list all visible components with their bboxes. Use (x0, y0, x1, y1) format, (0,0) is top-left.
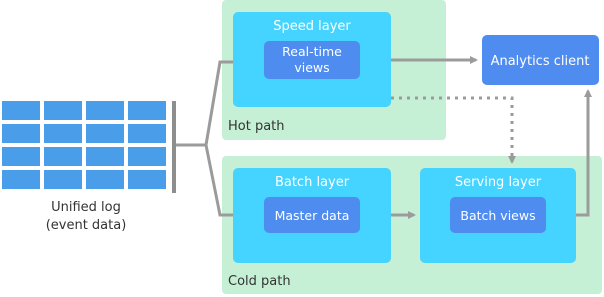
log-connector (176, 60, 233, 217)
log-cell (2, 147, 40, 166)
log-cell (2, 124, 40, 143)
serving-layer-title: Serving layer (455, 175, 542, 190)
log-cell (44, 170, 82, 189)
log-cell (128, 124, 166, 143)
log-cell (44, 101, 82, 120)
batch-layer-title: Batch layer (275, 175, 350, 190)
realtime-views-label-line2: views (294, 60, 329, 75)
speed-to-serving-dotted-arrow (391, 96, 516, 164)
batch-views-box[interactable] (450, 197, 546, 233)
master-data-box[interactable] (264, 197, 360, 233)
realtime-views-box[interactable] (264, 41, 360, 79)
log-cell (128, 101, 166, 120)
log-cell (2, 170, 40, 189)
log-end-bar (172, 101, 176, 193)
analytics-client-label: Analytics client (491, 54, 590, 69)
master-data-label: Master data (275, 208, 350, 223)
unified-log-label: Unified log (51, 200, 121, 215)
log-cell (2, 101, 40, 120)
log-cell (128, 147, 166, 166)
serving-to-analytics-arrow (576, 89, 592, 217)
log-cell (86, 170, 124, 189)
unified-log-sublabel: (event data) (46, 218, 127, 233)
log-cell (44, 147, 82, 166)
analytics-client-box[interactable] (482, 35, 599, 85)
log-cell (128, 170, 166, 189)
speed-layer-title: Speed layer (273, 19, 351, 34)
log-cell (86, 101, 124, 120)
cold-path-label: Cold path (228, 274, 291, 289)
log-cell (86, 147, 124, 166)
hot-path-label: Hot path (228, 119, 285, 134)
unified-log-icon (2, 101, 176, 193)
log-cell (86, 124, 124, 143)
batch-views-label: Batch views (460, 208, 535, 223)
realtime-views-label-line1: Real-time (282, 44, 342, 59)
log-cell (44, 124, 82, 143)
